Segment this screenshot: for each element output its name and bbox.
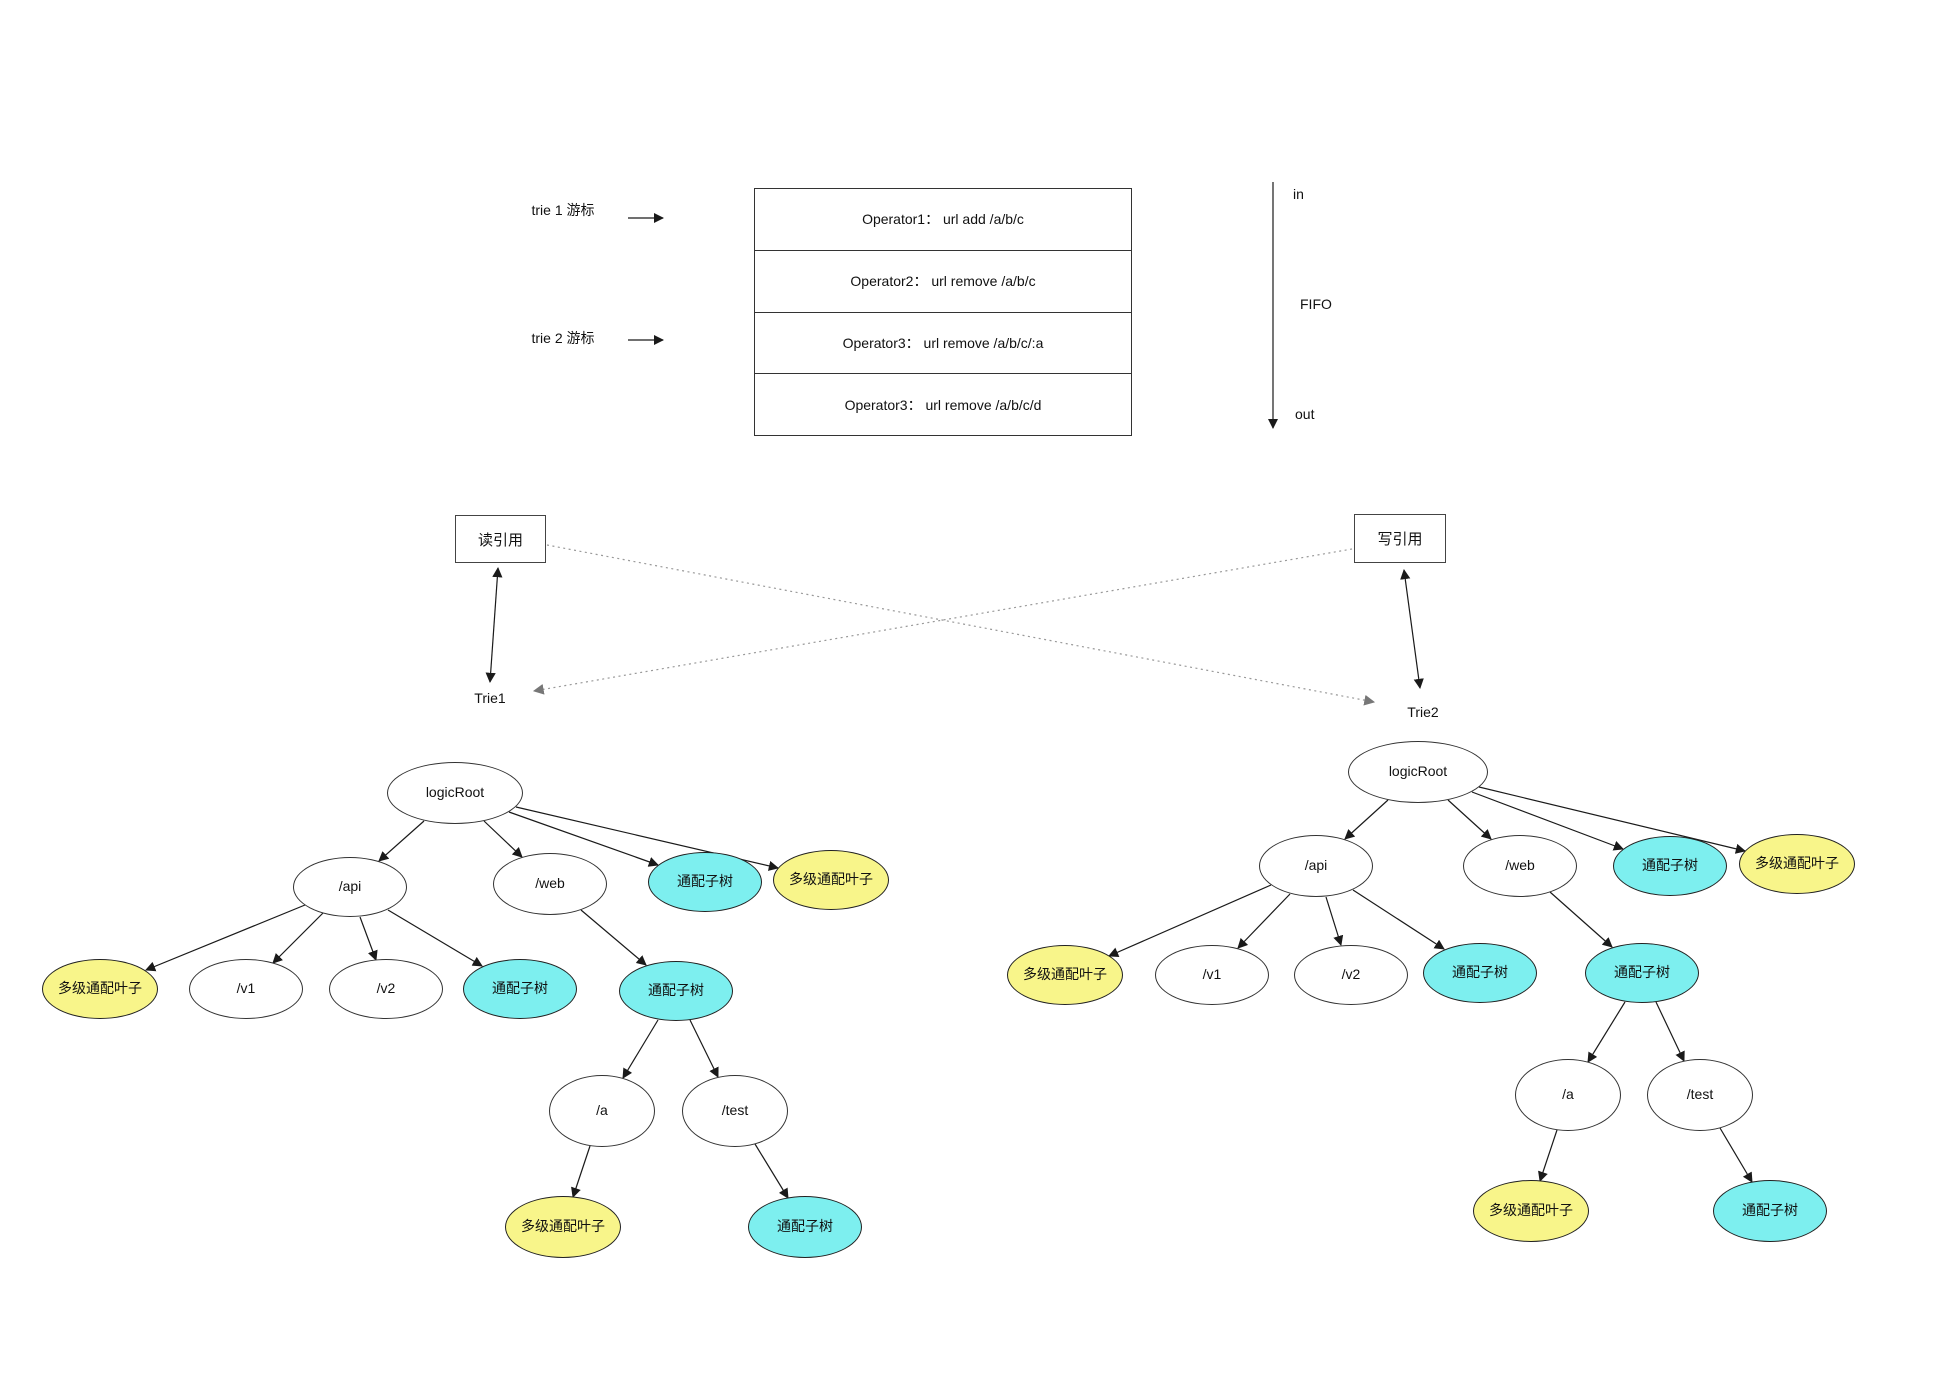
- write-reference-box: 写引用: [1354, 514, 1446, 563]
- trie2-node-multi-wildcard-leaf-2: 多级通配叶子: [1007, 945, 1123, 1005]
- trie2-node-wildcard-subtree-3: 通配子树: [1585, 943, 1699, 1003]
- trie1-node-wildcard-subtree-2: 通配子树: [463, 959, 577, 1019]
- trie2-node-v1: /v1: [1155, 945, 1269, 1005]
- queue-arrows: [628, 182, 1279, 430]
- trie2-title: Trie2: [1407, 704, 1439, 720]
- trie1-node-multi-wildcard-leaf-1: 多级通配叶子: [773, 850, 889, 910]
- edge-web-wildcard: [1549, 891, 1613, 948]
- trie2-node-web: /web: [1463, 835, 1577, 897]
- edge-api-v2: [1325, 896, 1344, 946]
- edge-wildcard-a: [1587, 1001, 1626, 1063]
- trie1-node-multi-wildcard-leaf-3: 多级通配叶子: [505, 1196, 621, 1258]
- trie2-node-multi-wildcard-leaf-1: 多级通配叶子: [1739, 834, 1855, 894]
- edge-api-wildcard: [387, 909, 483, 967]
- trie1-node-v1: /v1: [189, 959, 303, 1019]
- queue-row-1: Operator1： url add /a/b/c: [755, 189, 1131, 251]
- trie1-node-logicroot: logicRoot: [387, 762, 523, 824]
- queue-row-2: Operator2： url remove /a/b/c: [755, 251, 1131, 313]
- edge-api-v2: [359, 916, 378, 961]
- trie1-cursor-label: trie 1 游标: [531, 202, 595, 218]
- queue-row-3: Operator3： url remove /a/b/c/:a: [755, 313, 1131, 375]
- fifo-in-label: in: [1293, 186, 1304, 202]
- read-ref-trie1-arrow: [485, 566, 503, 684]
- trie1-edges: [145, 806, 789, 1199]
- edge-root-wildcard: [1471, 791, 1624, 851]
- edge-root-api: [1344, 799, 1389, 840]
- edge-wildcard-test: [689, 1019, 719, 1078]
- edge-wildcard-test: [1655, 1001, 1685, 1062]
- trie1-title: Trie1: [474, 690, 506, 706]
- edge-api-wildcard: [1352, 889, 1445, 950]
- trie1-node-wildcard-subtree-4: 通配子树: [748, 1196, 862, 1258]
- trie1-node-multi-wildcard-leaf-2: 多级通配叶子: [42, 959, 158, 1019]
- edge-api-leaf: [1108, 884, 1272, 957]
- edge-root-web: [483, 820, 523, 858]
- trie1-node-api: /api: [293, 857, 407, 917]
- trie2-node-wildcard-subtree-1: 通配子树: [1613, 836, 1727, 896]
- trie2-node-api: /api: [1259, 835, 1373, 897]
- trie2-node-multi-wildcard-leaf-3: 多级通配叶子: [1473, 1180, 1589, 1242]
- reference-links: [485, 544, 1424, 706]
- edge-web-wildcard: [580, 909, 647, 966]
- trie1-node-web: /web: [493, 853, 607, 915]
- edge-test-wildcard: [1719, 1127, 1753, 1183]
- read-reference-box: 读引用: [455, 515, 546, 563]
- trie2-node-test: /test: [1647, 1059, 1753, 1131]
- trie2-node-a: /a: [1515, 1059, 1621, 1131]
- fifo-out-label: out: [1295, 406, 1315, 422]
- trie2-node-v2: /v2: [1294, 945, 1408, 1005]
- trie2-node-wildcard-subtree-4: 通配子树: [1713, 1180, 1827, 1242]
- trie2-node-logicroot: logicRoot: [1348, 741, 1488, 803]
- edge-root-api: [378, 820, 425, 862]
- edge-api-v1: [1237, 893, 1291, 949]
- edge-a-leaf: [1538, 1129, 1558, 1182]
- trie1-node-wildcard-subtree-3: 通配子树: [619, 961, 733, 1021]
- queue-row-4: Operator3： url remove /a/b/c/d: [844, 396, 1042, 413]
- edge-api-v1: [272, 912, 324, 964]
- trie1-node-a: /a: [549, 1075, 655, 1147]
- edge-api-leaf: [145, 904, 306, 972]
- trie2-cursor-label: trie 2 游标: [531, 330, 595, 346]
- edge-test-wildcard: [754, 1143, 789, 1199]
- edge-wildcard-a: [622, 1019, 659, 1079]
- write-ref-trie1-dotted-arrow: [532, 548, 1353, 695]
- fifo-label: FIFO: [1300, 296, 1332, 312]
- read-ref-trie2-dotted-arrow: [546, 544, 1376, 706]
- write-ref-trie2-arrow: [1400, 568, 1424, 690]
- edge-root-wildcard: [508, 811, 659, 867]
- fifo-queue-table: Operator1： url add /a/b/c Operator2： url…: [754, 188, 1132, 436]
- trie2-node-wildcard-subtree-2: 通配子树: [1423, 943, 1537, 1003]
- edge-a-leaf: [571, 1145, 591, 1198]
- trie1-node-wildcard-subtree-1: 通配子树: [648, 852, 762, 912]
- trie1-node-test: /test: [682, 1075, 788, 1147]
- trie1-node-v2: /v2: [329, 959, 443, 1019]
- trie2-edges: [1108, 786, 1753, 1183]
- edge-root-web: [1447, 799, 1492, 840]
